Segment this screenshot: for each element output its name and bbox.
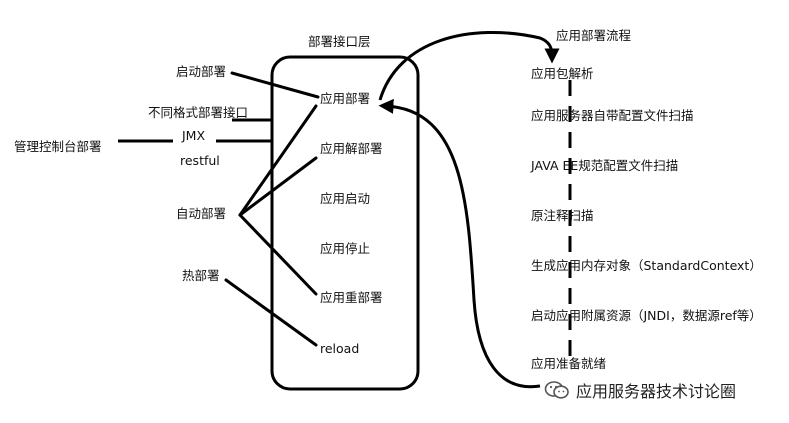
flow-step-2: 应用服务器自带配置文件扫描 [531,108,694,123]
interface-layer-title: 部署接口层 [308,34,371,49]
flow-title: 应用部署流程 [556,28,632,43]
watermark: 应用服务器技术讨论圈 [544,378,736,402]
label-start-deploy: 启动部署 [176,64,227,79]
label-hot-deploy: 热部署 [182,268,220,283]
flow-step-6: 启动应用附属资源（JNDI，数据源ref等） [531,308,762,323]
label-restful: restful [180,153,220,168]
flow-step-5: 生成应用内存对象（StandardContext） [531,258,762,273]
line-start-to-deploy [230,71,320,99]
line-auto-to-redeploy [238,213,318,296]
interface-item-deploy: 应用部署 [320,91,371,106]
label-console-deploy: 管理控制台部署 [14,139,102,154]
line-hot-to-reload [224,278,318,347]
interface-item-reload: reload [320,341,360,356]
label-jmx: JMX [182,128,206,143]
flow-step-4: 原注释扫描 [531,208,594,223]
flow-step-1: 应用包解析 [531,66,594,81]
interface-item-stop: 应用停止 [320,241,371,256]
watermark-text: 应用服务器技术讨论圈 [576,382,737,401]
flow-step-7: 应用准备就绪 [531,356,607,371]
flow-step-3: JAVA EE规范配置文件扫描 [531,158,679,173]
label-formats-title: 不同格式部署接口 [148,105,249,120]
line-auto-to-undeploy [238,156,318,217]
interface-item-undeploy: 应用解部署 [320,141,383,156]
label-auto-deploy: 自动部署 [176,206,227,221]
interface-box [270,55,420,391]
interface-item-redeploy: 应用重部署 [320,290,383,305]
line-auto-to-deploy [238,104,318,217]
arrow-deploy-to-flow [378,31,560,101]
arrow-ready-to-deploy [378,98,541,389]
wechat-icon [544,381,569,399]
interface-item-start: 应用启动 [320,191,371,206]
